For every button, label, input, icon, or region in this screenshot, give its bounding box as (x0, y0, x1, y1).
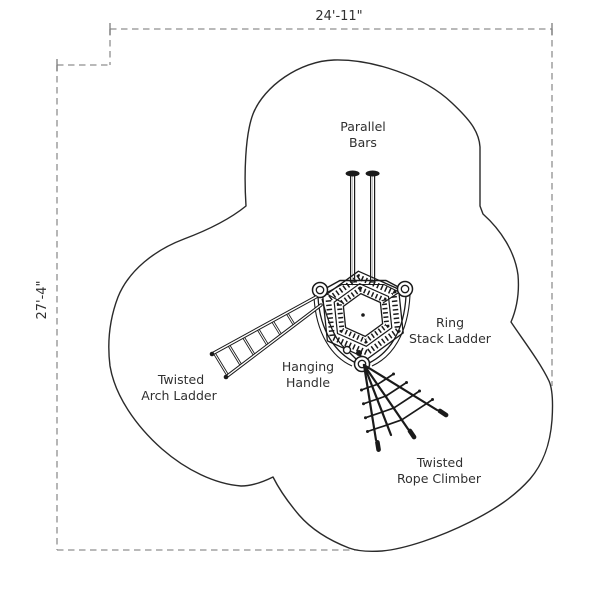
use-zone-outline (108, 59, 554, 553)
label-twisted-rope-climber-line1: Twisted (416, 455, 463, 470)
central-hub-equipment (311, 270, 414, 373)
hub-center-dot (361, 313, 365, 317)
hub-ring-post-right (396, 280, 414, 298)
bar-cap-right (365, 170, 380, 177)
dimension-width-label: 24'-11" (315, 9, 362, 24)
twisted-arch-ladder-equipment (209, 295, 323, 380)
ladder-rails (209, 295, 323, 380)
hanging-handle-equipment (321, 298, 357, 360)
hub-ring-post-left (311, 281, 329, 299)
label-twisted-rope-climber-line2: Rope Climber (397, 471, 482, 486)
ring-stack-hexagons (322, 270, 404, 360)
rope-stub-ends (360, 372, 434, 433)
label-ring-stack-ladder-line1: Ring (436, 315, 464, 330)
label-parallel-bars-line1: Parallel (340, 119, 386, 134)
label-twisted-arch-ladder-line1: Twisted (157, 372, 204, 387)
rope-anchor-capsules (375, 408, 449, 452)
label-hanging-handle-line1: Hanging (282, 359, 334, 374)
label-twisted-arch-ladder-line2: Arch Ladder (141, 388, 217, 403)
rope-cross-lines (360, 373, 434, 433)
label-parallel-bars-line2: Bars (349, 135, 377, 150)
dimension-tick-marks (56, 23, 553, 71)
ladder-rungs (212, 311, 296, 378)
dimension-height-label: 27'-4" (35, 280, 50, 319)
label-ring-stack-ladder-line2: Stack Ladder (409, 331, 492, 346)
twisted-rope-climber-equipment (360, 363, 449, 452)
parallel-bars-equipment (345, 170, 380, 283)
bar-cap-left (345, 170, 360, 177)
label-hanging-handle-line2: Handle (286, 375, 330, 390)
hub-ring-post-bottom (353, 350, 371, 373)
